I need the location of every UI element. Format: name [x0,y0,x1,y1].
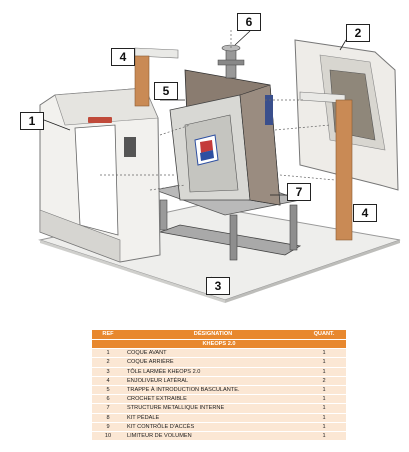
callout-4-left: 4 [111,48,135,66]
cell-ref: 1 [92,348,124,359]
cell-ref: 6 [92,394,124,405]
cell-qty: 2 [302,376,346,387]
group-row: KHEOPS 2.0 [92,339,346,350]
header-ref: REF [92,330,124,340]
cell-designation: COQUE ARRIÈRE [124,357,302,368]
cell-qty: 1 [302,348,346,359]
cell-designation: KIT PÉDALE [124,413,302,423]
assembly-lines [100,30,336,191]
cell-qty: 1 [302,403,346,414]
callout-2: 2 [346,24,370,42]
side-trim-left [134,47,179,107]
cell-designation: TÔLE LARMÉE KHEOPS 2.0 [124,367,302,377]
cell-designation: TRAPPE À INTRODUCTION BASCULANTE. [124,385,302,396]
callout-4-right: 4 [353,204,377,222]
cell-qty: 1 [302,357,346,368]
tilting-trap [169,69,281,206]
cell-designation: ENJOLIVEUR LATÉRAL [124,376,302,387]
callout-5: 5 [154,82,178,100]
extractable-hook [217,44,245,79]
cell-qty: 1 [302,431,346,442]
cell-ref: 9 [92,422,124,433]
callout-7: 7 [287,183,311,201]
cell-qty: 1 [302,422,346,433]
cell-ref: 10 [92,431,124,442]
cell-ref: 8 [92,413,124,423]
cell-qty: 1 [302,394,346,405]
callout-6: 6 [237,13,261,31]
side-trim-right [299,91,353,241]
exploded-view-diagram: 1 2 3 4 4 5 6 7 [20,13,401,303]
cell-designation: KIT CONTRÔLE D'ACCÈS [124,422,302,433]
header-designation: DÉSIGNATION [124,330,302,340]
cell-designation: CROCHET EXTRAIBLE [124,394,302,405]
cell-ref: 2 [92,357,124,368]
callout-3: 3 [206,277,230,295]
cell-qty: 1 [302,413,346,423]
callout-1: 1 [20,112,44,130]
cell-designation: STRUCTURE METALLIQUE INTERNE [124,403,302,414]
cell-ref: 5 [92,385,124,396]
group-label: KHEOPS 2.0 [92,339,346,350]
cell-ref: 7 [92,403,124,414]
cell-qty: 1 [302,385,346,396]
cell-qty: 1 [302,367,346,377]
cell-ref: 3 [92,367,124,377]
cell-designation: LIMITEUR DE VOLUMEN [124,431,302,442]
table-header-row: REF DÉSIGNATION QUANT. [92,330,346,340]
header-qty: QUANT. [302,330,346,340]
cell-ref: 4 [92,376,124,387]
leader-lines [43,30,347,286]
cell-designation: COQUE AVANT [124,348,302,359]
